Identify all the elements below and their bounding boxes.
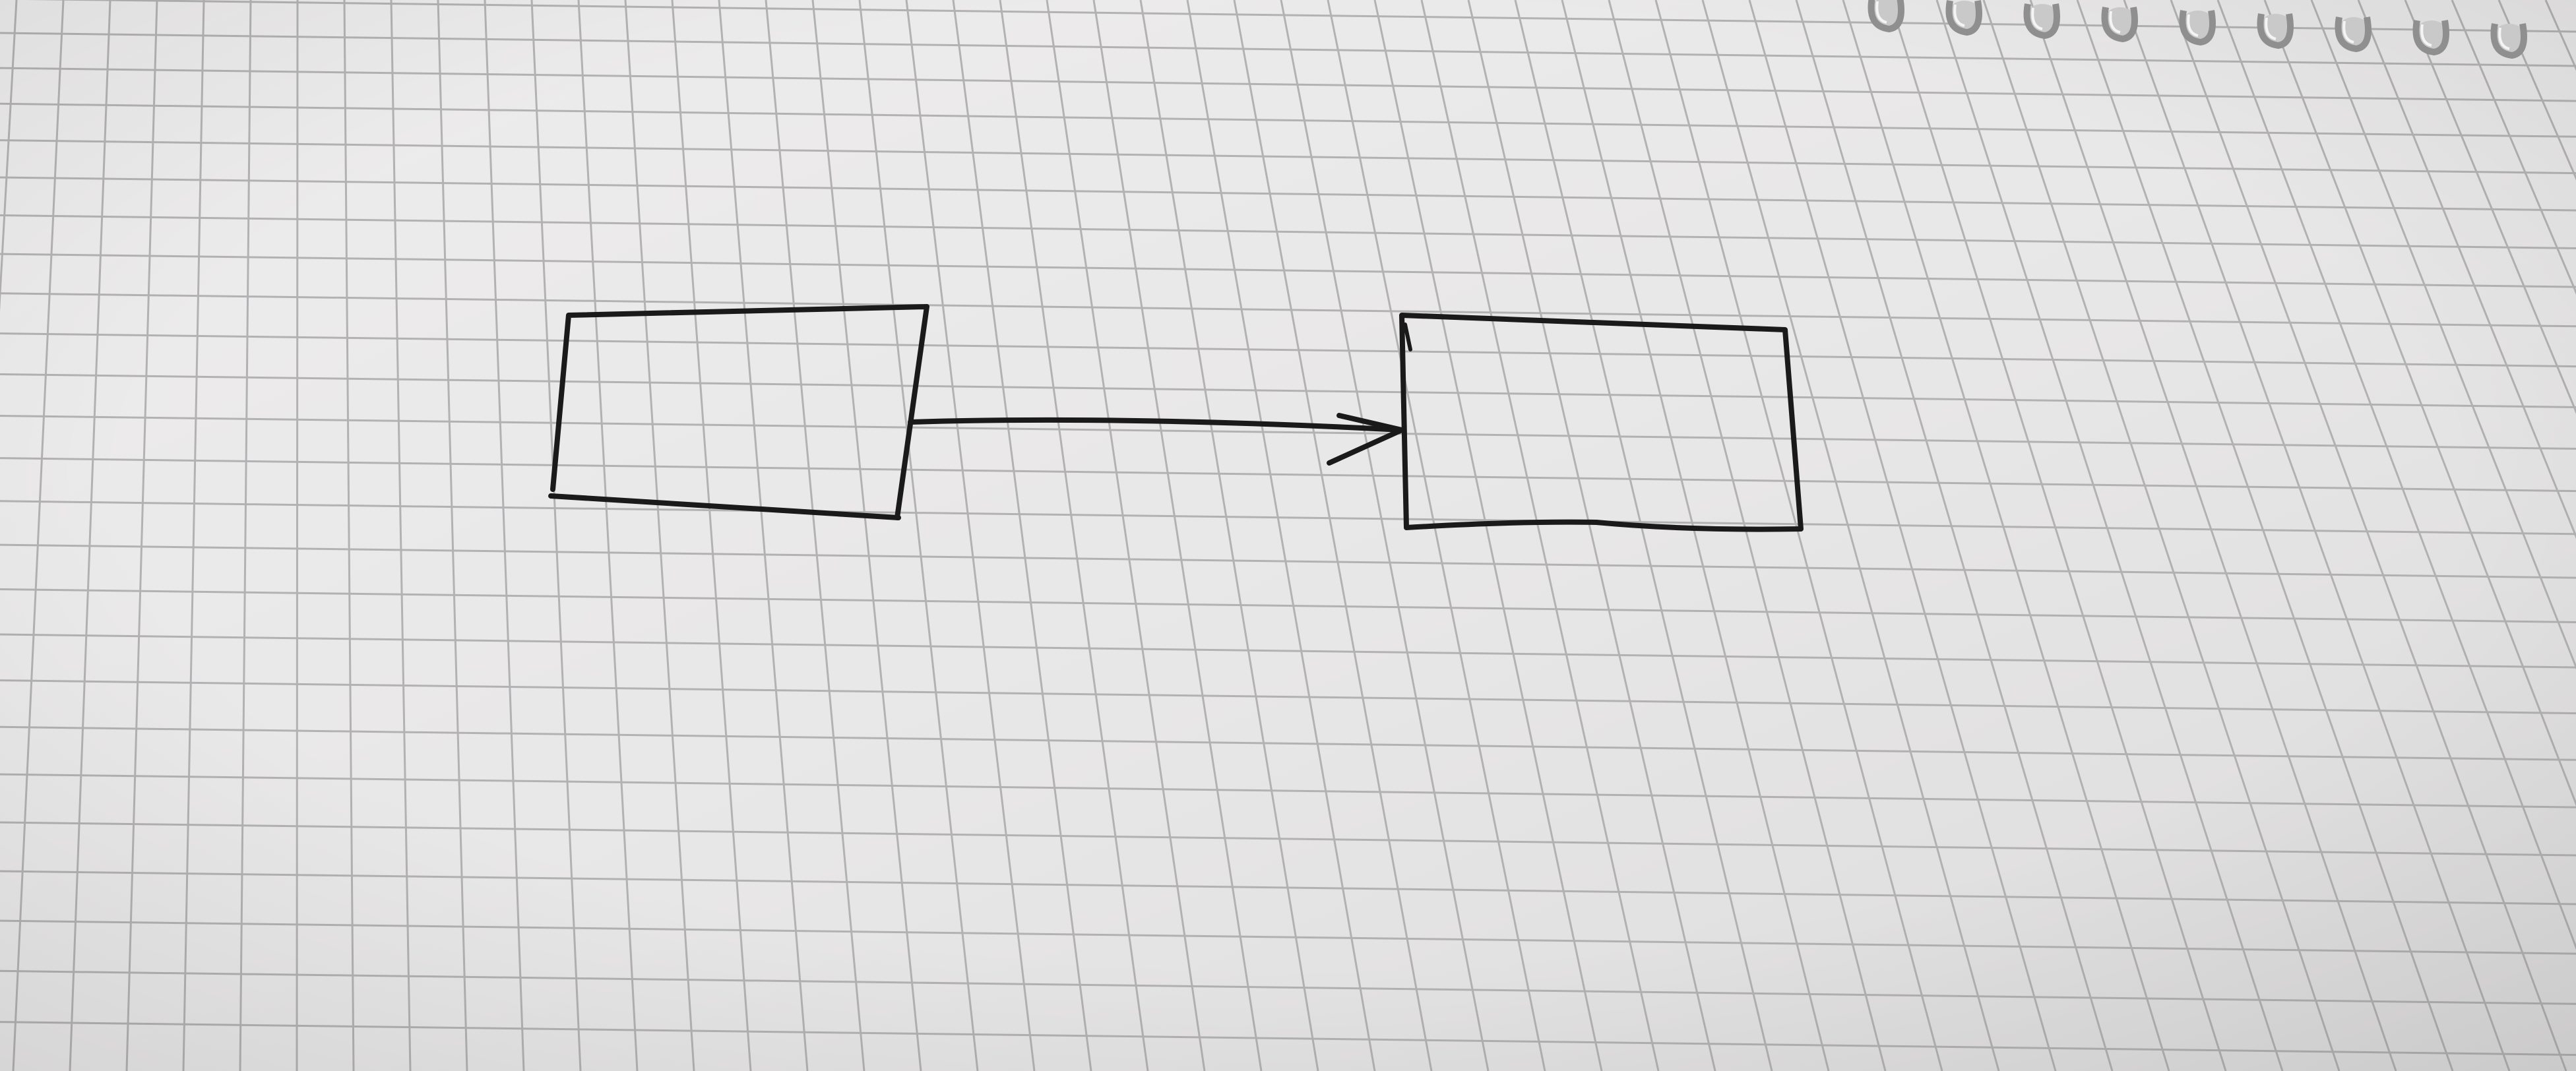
spiral-ring [2257,13,2294,49]
spiral-ring [1945,0,1982,36]
box-a [548,304,929,520]
arrow-a-to-b [908,413,1404,466]
arrowhead [1327,413,1404,466]
box-b-outline [1399,313,1804,532]
spiral-ring [2179,10,2216,46]
spiral-ring [2101,7,2138,43]
diagram [548,304,1804,532]
arrow-shaft [908,417,1404,433]
box-b-corner-tick [1403,322,1412,352]
box-a-outline [548,304,929,520]
box-b [1399,313,1804,532]
spiral-ring [2023,3,2060,40]
spiral-ring [2490,23,2527,59]
spiral-binding [1868,0,2527,59]
spiral-ring [2335,16,2372,53]
spiral-ring [2412,20,2449,56]
spiral-ring [1868,0,1904,33]
